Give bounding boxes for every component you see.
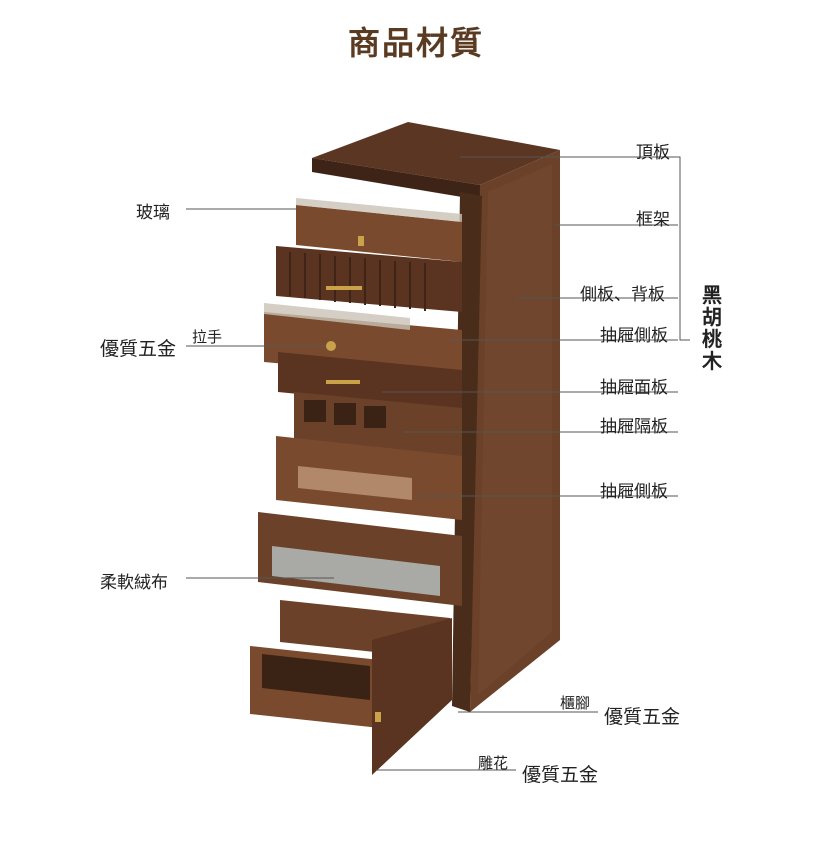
label-carving: 雕花 bbox=[478, 754, 509, 772]
label-hardware-carving: 優質五金 bbox=[522, 764, 599, 786]
carved-door-knob bbox=[375, 712, 381, 722]
label-side-back: 側板、背板 bbox=[580, 285, 665, 305]
drawer-3-glass bbox=[264, 303, 410, 330]
drawer-6-window bbox=[298, 466, 412, 500]
drawer-1-handle bbox=[358, 236, 364, 246]
cabinet bbox=[312, 122, 560, 712]
cabinet-top-front bbox=[312, 158, 480, 200]
label-frame: 框架 bbox=[636, 210, 670, 230]
drawer-5-cell-1 bbox=[304, 400, 326, 422]
material-label: 黑 胡 桃 木 bbox=[702, 283, 722, 373]
drawer-9-tray bbox=[262, 654, 370, 700]
label-drawer-face: 抽屜面板 bbox=[600, 378, 668, 398]
leader-lines bbox=[186, 156, 690, 771]
drawer-2-handle bbox=[326, 286, 362, 290]
drawer-4-handle bbox=[326, 380, 360, 384]
carved-door bbox=[372, 618, 452, 775]
drawer-5-cell-2 bbox=[334, 403, 356, 425]
drawer-7-velvet bbox=[272, 546, 440, 596]
label-top-board: 頂板 bbox=[636, 143, 670, 163]
page-title: 商品材質 bbox=[347, 24, 484, 62]
cabinet-side-inset bbox=[478, 164, 552, 695]
drawer-5-cell-3 bbox=[364, 406, 386, 428]
label-drawer-side-2: 抽屜側板 bbox=[600, 482, 668, 502]
label-drawer-divider: 抽屜隔板 bbox=[600, 417, 668, 437]
drawer-2 bbox=[276, 246, 462, 312]
drawer-3-knob bbox=[326, 341, 336, 351]
label-velvet: 柔軟絨布 bbox=[100, 573, 168, 593]
cabinet-top bbox=[312, 122, 560, 185]
label-glass: 玻璃 bbox=[136, 203, 170, 223]
drawers bbox=[250, 198, 462, 775]
label-drawer-side-1: 抽屜側板 bbox=[600, 326, 668, 346]
drawer-1 bbox=[296, 205, 462, 262]
drawer-1-glass bbox=[296, 198, 462, 222]
label-hardware-left: 優質五金 bbox=[100, 338, 177, 360]
label-foot: 櫃腳 bbox=[560, 694, 591, 712]
label-handle: 拉手 bbox=[192, 328, 223, 346]
label-hardware-foot: 優質五金 bbox=[604, 706, 681, 728]
